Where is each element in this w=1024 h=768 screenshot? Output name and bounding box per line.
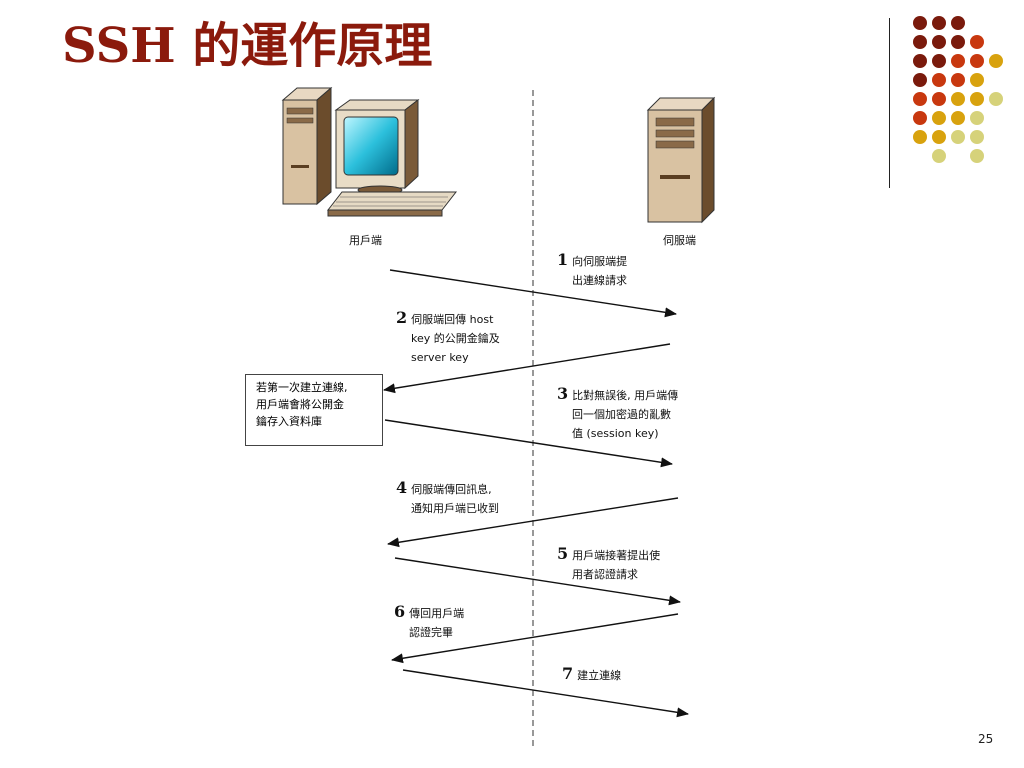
decoration-dot [913, 16, 927, 30]
arrow-step-1 [389, 269, 677, 318]
note-line: 用戶端會將公開金 [256, 398, 344, 411]
step-text: 值 (session key) [572, 427, 659, 440]
step-text: 伺服端傳回訊息, [411, 483, 492, 496]
note-box: 若第一次建立連線, 用戶端會將公開金 鑰存入資料庫 [245, 374, 383, 446]
decoration-dot [913, 73, 927, 87]
decoration-dot [951, 130, 965, 144]
decoration-dot [932, 149, 946, 163]
step-text: 認證完畢 [409, 626, 453, 639]
decoration-dot [932, 130, 946, 144]
decoration-dot [951, 73, 965, 87]
arrow-step-3 [384, 419, 673, 468]
decoration-dot [970, 35, 984, 49]
decoration-dot [989, 54, 1003, 68]
step-text: server key [411, 351, 469, 364]
desktop-computer-icon [281, 86, 458, 217]
server-tower-icon [646, 96, 716, 224]
arrow-step-6 [391, 613, 679, 664]
step-number: 3 [557, 384, 569, 403]
step-number: 7 [562, 664, 574, 683]
step-text: 建立連線 [577, 669, 622, 682]
slide-title: SSH 的運作原理 [62, 18, 433, 74]
divider-line [889, 18, 890, 188]
decoration-dot [970, 73, 984, 87]
decoration-dot [932, 54, 946, 68]
step-text: 比對無誤後, 用戶端傳 [572, 389, 679, 402]
decoration-dot [989, 92, 1003, 106]
arrow-step-7 [402, 669, 689, 718]
decoration-dot [970, 149, 984, 163]
decoration-dot [932, 35, 946, 49]
client-label: 用戶端 [349, 234, 382, 247]
decoration-dot [932, 73, 946, 87]
step-text: 出連線請求 [572, 274, 627, 287]
step-number: 1 [557, 250, 569, 269]
page-number: 25 [978, 732, 994, 746]
step-text: 傳回用戶端 [409, 607, 465, 620]
decoration-dot [932, 111, 946, 125]
server-label: 伺服端 [663, 234, 696, 247]
decoration-dot [970, 54, 984, 68]
decoration-dot [970, 92, 984, 106]
note-line: 若第一次建立連線, [256, 381, 348, 394]
arrow-step-5 [394, 557, 681, 606]
decoration-dot [951, 92, 965, 106]
decoration-dot [970, 130, 984, 144]
step-text: 通知用戶端已收到 [411, 502, 499, 515]
decoration-dot [951, 111, 965, 125]
decoration-dot [913, 54, 927, 68]
decoration-dot [913, 130, 927, 144]
step-number: 6 [394, 602, 406, 621]
note-line: 鑰存入資料庫 [256, 415, 322, 428]
decoration-dot [951, 35, 965, 49]
decoration-dot [951, 16, 965, 30]
step-text: 向伺服端提 [572, 255, 628, 268]
step-number: 4 [396, 478, 408, 497]
step-number: 5 [557, 544, 569, 563]
decoration-dot [913, 35, 927, 49]
decoration-dot [913, 111, 927, 125]
step-text: 伺服端回傳 host [411, 313, 494, 326]
decoration-dot [932, 92, 946, 106]
step-text: 用戶端接著提出使 [572, 549, 661, 562]
decoration-dot [951, 54, 965, 68]
step-text: 用者認證請求 [572, 568, 638, 581]
decoration-dot [970, 111, 984, 125]
arrow-step-4 [387, 497, 679, 548]
step-text: 回一個加密過的亂數 [572, 408, 671, 421]
decoration-dot [932, 16, 946, 30]
step-number: 2 [396, 308, 408, 327]
arrow-step-2 [383, 343, 671, 394]
decoration-dot [913, 92, 927, 106]
dot-grid-decoration [913, 16, 1003, 163]
step-text: key 的公開金鑰及 [411, 332, 500, 345]
